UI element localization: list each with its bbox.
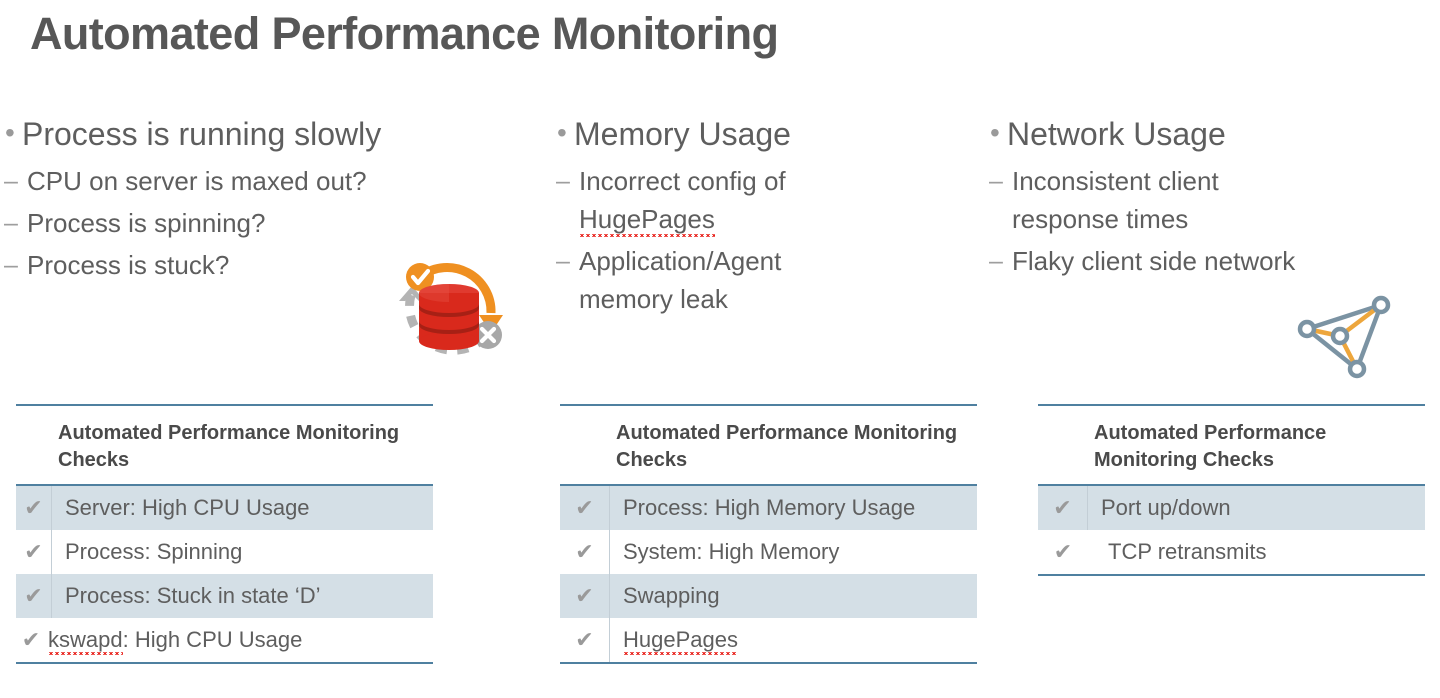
check-label: HugePages bbox=[610, 618, 738, 662]
sub-bullet-label: CPU on server is maxed out? bbox=[27, 166, 367, 196]
dash-bullet-icon bbox=[0, 246, 27, 284]
check-label: Process: Stuck in state ‘D’ bbox=[65, 583, 321, 608]
sub-bullet-item: Incorrect config of HugePages bbox=[552, 162, 972, 238]
page-title: Automated Performance Monitoring bbox=[30, 8, 779, 59]
sub-bullet-list: Inconsistent client response times Flaky… bbox=[985, 162, 1425, 280]
misspelled-word: HugePages bbox=[579, 204, 715, 237]
column-heading: Process is running slowly bbox=[22, 116, 382, 152]
check-label: Server: High CPU Usage bbox=[65, 495, 310, 520]
table-bottom-border bbox=[1038, 574, 1425, 576]
table-row[interactable]: ✔ HugePages bbox=[560, 618, 977, 662]
sub-bullet-label: Flaky client side network bbox=[1012, 246, 1296, 276]
dash-bullet-icon bbox=[985, 242, 1012, 280]
bullet-dot-icon bbox=[552, 112, 574, 154]
checks-table-2: Automated Performance Monitoring Checks … bbox=[560, 404, 977, 664]
checks-table-3: Automated Performance Monitoring Checks … bbox=[1038, 404, 1425, 576]
sub-bullet-item: Process is stuck? bbox=[0, 246, 530, 284]
check-icon: ✔ bbox=[16, 530, 52, 574]
check-icon: ✔ bbox=[560, 530, 610, 574]
table-row[interactable]: ✔ Swapping bbox=[560, 574, 977, 618]
bullet-dot-icon bbox=[0, 112, 22, 154]
table-bottom-border bbox=[560, 662, 977, 664]
column-heading: Network Usage bbox=[1007, 116, 1226, 152]
dash-bullet-icon bbox=[985, 162, 1012, 200]
check-label: Process: High Memory Usage bbox=[623, 495, 916, 520]
column-heading-row: Memory Usage bbox=[552, 112, 972, 156]
sub-bullet-label: Inconsistent client response times bbox=[1012, 166, 1219, 234]
table-row[interactable]: ✔ System: High Memory bbox=[560, 530, 977, 574]
sub-bullet-item: Inconsistent client response times bbox=[985, 162, 1425, 238]
misspelled-word: HugePages bbox=[623, 627, 738, 655]
check-icon: ✔ bbox=[560, 486, 610, 530]
sub-bullet-list: Incorrect config of HugePages Applicatio… bbox=[552, 162, 972, 318]
table-row[interactable]: ✔ Process: Stuck in state ‘D’ bbox=[16, 574, 433, 618]
check-icon: ✔ bbox=[560, 574, 610, 618]
table-body: ✔ Server: High CPU Usage ✔ Process: Spin… bbox=[16, 486, 433, 662]
check-icon: ✔ bbox=[16, 486, 52, 530]
table-header: Automated Performance Monitoring Checks bbox=[560, 404, 977, 486]
check-label: Port up/down bbox=[1101, 495, 1231, 520]
content-column-3: Network Usage Inconsistent client respon… bbox=[985, 112, 1425, 284]
misspelled-word: kswapd bbox=[48, 627, 123, 655]
check-label: Swapping bbox=[623, 583, 720, 608]
sub-bullet-item: Process is spinning? bbox=[0, 204, 530, 242]
sub-bullet-list: CPU on server is maxed out? Process is s… bbox=[0, 162, 530, 284]
sub-bullet-item: Flaky client side network bbox=[985, 242, 1425, 280]
dash-bullet-icon bbox=[552, 242, 579, 280]
dash-bullet-icon bbox=[0, 162, 27, 200]
checks-table-1: Automated Performance Monitoring Checks … bbox=[16, 404, 433, 664]
sub-bullet-item: Application/Agent memory leak bbox=[552, 242, 972, 318]
table-header: Automated Performance Monitoring Checks bbox=[16, 404, 433, 486]
column-heading: Memory Usage bbox=[574, 116, 791, 152]
check-label: System: High Memory bbox=[623, 539, 840, 564]
sub-bullet-label: Incorrect config of HugePages bbox=[579, 162, 879, 238]
sub-bullet-item: CPU on server is maxed out? bbox=[0, 162, 530, 200]
check-icon: ✔ bbox=[1038, 486, 1088, 530]
table-row[interactable]: ✔ Server: High CPU Usage bbox=[16, 486, 433, 530]
dash-bullet-icon bbox=[0, 204, 27, 242]
database-sync-icon bbox=[389, 253, 517, 373]
table-body: ✔ Process: High Memory Usage ✔ System: H… bbox=[560, 486, 977, 662]
column-heading-row: Process is running slowly bbox=[0, 112, 530, 156]
dash-bullet-icon bbox=[552, 162, 579, 200]
column-heading-row: Network Usage bbox=[985, 112, 1425, 156]
check-label: Process: Spinning bbox=[65, 539, 243, 564]
content-column-1: Process is running slowly CPU on server … bbox=[0, 112, 530, 288]
table-row[interactable]: ✔ Process: High Memory Usage bbox=[560, 486, 977, 530]
table-header: Automated Performance Monitoring Checks bbox=[1038, 404, 1425, 486]
table-row[interactable]: ✔ Port up/down bbox=[1038, 486, 1425, 530]
table-row[interactable]: ✔ Process: Spinning bbox=[16, 530, 433, 574]
network-nodes-icon bbox=[1293, 285, 1403, 390]
table-row[interactable]: ✔ kswapd: High CPU Usage bbox=[16, 618, 433, 662]
table-row[interactable]: ✔ TCP retransmits bbox=[1038, 530, 1425, 574]
check-label: kswapd: High CPU Usage bbox=[46, 618, 302, 662]
sub-bullet-label: Process is stuck? bbox=[27, 250, 230, 280]
sub-bullet-label: Application/Agent memory leak bbox=[579, 246, 782, 314]
content-column-2: Memory Usage Incorrect config of HugePag… bbox=[552, 112, 972, 322]
table-body: ✔ Port up/down ✔ TCP retransmits bbox=[1038, 486, 1425, 574]
check-icon: ✔ bbox=[16, 574, 52, 618]
sub-bullet-label: Process is spinning? bbox=[27, 208, 266, 238]
check-icon: ✔ bbox=[21, 627, 41, 652]
check-icon: ✔ bbox=[560, 618, 610, 662]
bullet-dot-icon bbox=[985, 112, 1007, 154]
table-bottom-border bbox=[16, 662, 433, 664]
check-label: TCP retransmits bbox=[1108, 539, 1267, 564]
check-icon: ✔ bbox=[1053, 539, 1073, 564]
